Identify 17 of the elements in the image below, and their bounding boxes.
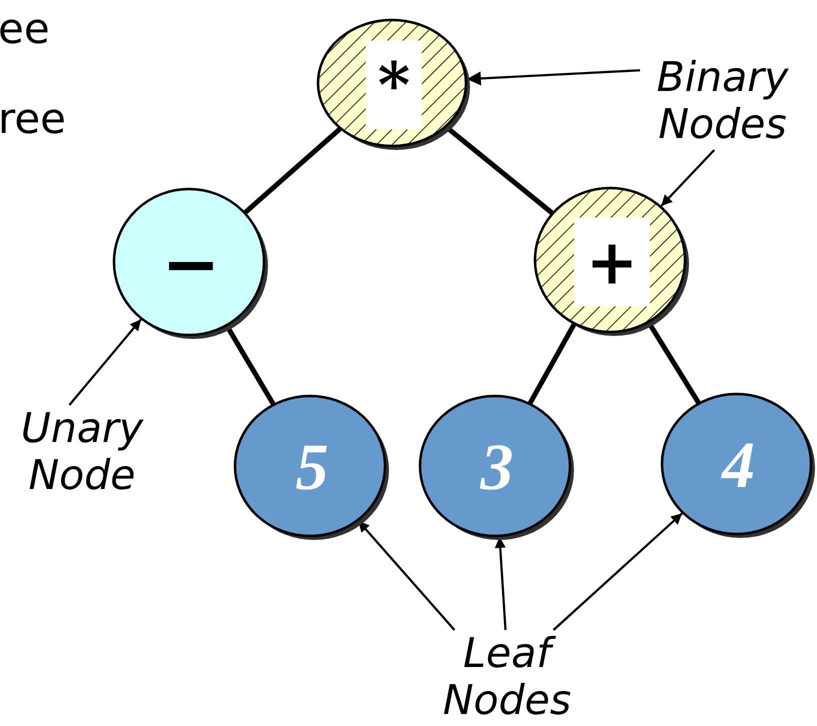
leader-arrow (552, 512, 683, 631)
leader-arrow (357, 520, 456, 631)
leaf-value: 4 (722, 428, 755, 504)
leaf-value: 5 (296, 430, 328, 506)
heading-fragment: ree (0, 95, 66, 143)
leader-arrow (68, 318, 142, 406)
operator-symbol: − (162, 223, 220, 305)
heading-fragment: ee (0, 5, 50, 53)
operator-symbol: + (574, 218, 650, 306)
tree-edge (244, 127, 342, 214)
callout-text: Leaf Nodes (432, 630, 582, 726)
operator-symbol: * (366, 40, 422, 130)
callout-text: Binary Nodes (640, 54, 805, 150)
callout-text: Unary Node (12, 405, 152, 501)
leader-arrow (660, 149, 716, 207)
tree-edge (528, 323, 576, 404)
leaf-value: 3 (480, 430, 514, 506)
